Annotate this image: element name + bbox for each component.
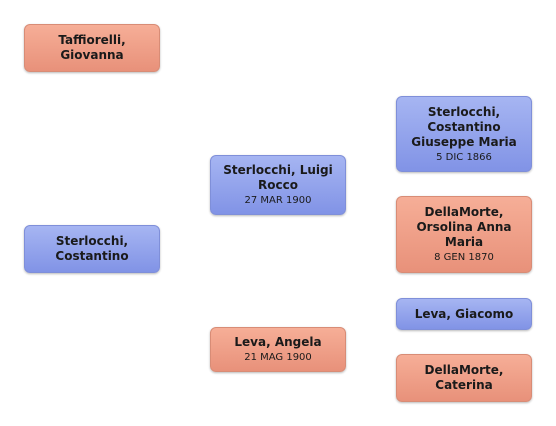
person-name: Taffiorelli, Giovanna: [58, 33, 126, 62]
person-box-sterlocchi-luigi-rocco[interactable]: Sterlocchi, Luigi Rocco 27 MAR 1900: [210, 155, 346, 215]
person-box-sterlocchi-costantino[interactable]: Sterlocchi, Costantino: [24, 225, 160, 273]
person-box-sterlocchi-costantino-giuseppe-maria[interactable]: Sterlocchi, Costantino Giuseppe Maria 5 …: [396, 96, 532, 172]
person-birth-date: 21 MAG 1900: [244, 352, 312, 363]
person-name: Sterlocchi, Luigi Rocco: [223, 163, 333, 192]
person-name: DellaMorte, Orsolina Anna Maria: [416, 205, 512, 249]
person-box-dellamorte-orsolina-anna-maria[interactable]: DellaMorte, Orsolina Anna Maria 8 GEN 18…: [396, 196, 532, 273]
person-name: Sterlocchi, Costantino Giuseppe Maria: [411, 104, 517, 149]
person-birth-date: 27 MAR 1900: [244, 195, 312, 206]
person-box-leva-angela[interactable]: Leva, Angela 21 MAG 1900: [210, 327, 346, 372]
person-name: DellaMorte, Caterina: [424, 363, 504, 392]
person-birth-date: 8 GEN 1870: [434, 252, 494, 263]
person-name: Sterlocchi, Costantino: [55, 234, 129, 263]
person-box-taffiorelli-giovanna[interactable]: Taffiorelli, Giovanna: [24, 24, 160, 72]
person-name: Leva, Angela: [234, 335, 322, 349]
person-name: Leva, Giacomo: [414, 306, 514, 321]
person-box-leva-giacomo[interactable]: Leva, Giacomo: [396, 298, 532, 330]
person-box-dellamorte-caterina[interactable]: DellaMorte, Caterina: [396, 354, 532, 402]
person-birth-date: 5 DIC 1866: [436, 151, 492, 163]
